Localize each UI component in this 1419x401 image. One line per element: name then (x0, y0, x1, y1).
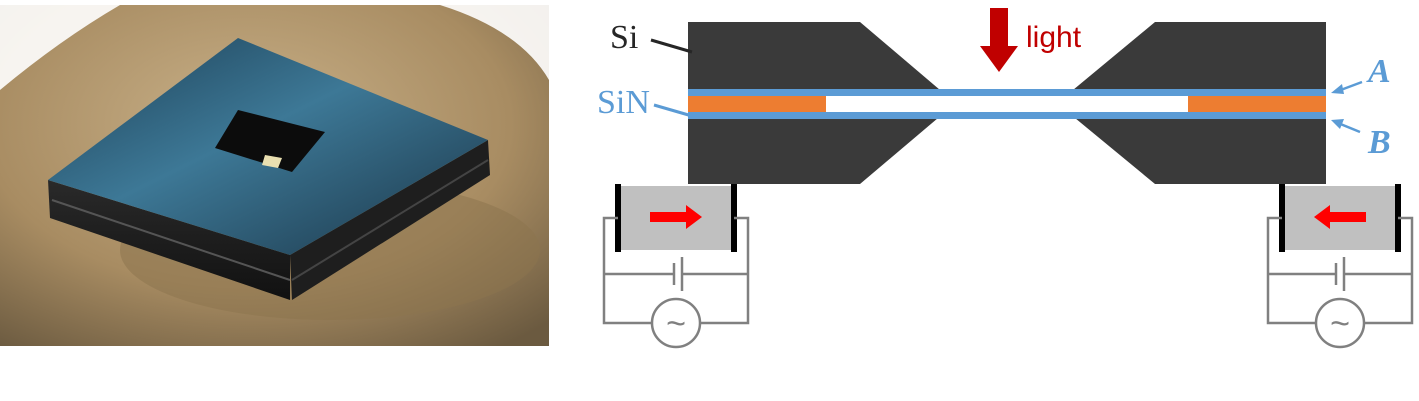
battery-icon (672, 257, 684, 291)
photo-top-left-shadow (0, 5, 120, 90)
chip-window (215, 110, 325, 172)
layer-a-label: A (1366, 53, 1391, 90)
arrow-right-icon (650, 205, 702, 229)
layer-b-pointer (1331, 119, 1361, 134)
sin-label: SiN (597, 84, 650, 121)
right-ac-symbol: ~ (1330, 305, 1350, 343)
ac-source-icon (1314, 297, 1366, 349)
battery-icon (1334, 257, 1346, 291)
chip-layer-line-right (291, 159, 489, 281)
silicon-lower-left (688, 118, 938, 184)
left-circuit-wire-outer-right (700, 216, 750, 325)
gap-white (688, 96, 1326, 112)
sample-chip-photo (0, 5, 549, 346)
right-actuator-circuit: ~ (1266, 184, 1414, 349)
device-cross-section: light Si SiN A B (597, 8, 1391, 184)
layer-b-label: B (1367, 124, 1391, 161)
light-label: light (1026, 21, 1082, 54)
sin-pointer-line (653, 103, 693, 118)
arrow-left-icon (1314, 205, 1366, 229)
left-circuit-wire-outer (602, 216, 652, 325)
orange-layer-right (1188, 96, 1326, 112)
chip-layer-line (51, 199, 291, 281)
sin-layer-a (688, 89, 1326, 96)
right-circuit-wire-outer-right (1364, 216, 1414, 325)
chip-window-membrane (262, 155, 282, 168)
ac-source-icon (650, 297, 702, 349)
photo-top-right-corner (440, 5, 549, 80)
left-actuator-circuit: ~ (602, 184, 750, 349)
silicon-lower-right (1075, 118, 1326, 184)
layer-a-pointer (1331, 80, 1363, 94)
arrow-down-icon (980, 8, 1018, 72)
orange-layer-left (688, 96, 826, 112)
sin-layer-b (688, 112, 1326, 119)
right-circuit-wire-outer (1266, 216, 1316, 325)
silicon-upper-right (1073, 22, 1326, 90)
si-label: Si (610, 19, 638, 56)
silicon-upper-left (688, 22, 940, 90)
left-ac-symbol: ~ (666, 305, 686, 343)
si-pointer-line (650, 38, 693, 54)
